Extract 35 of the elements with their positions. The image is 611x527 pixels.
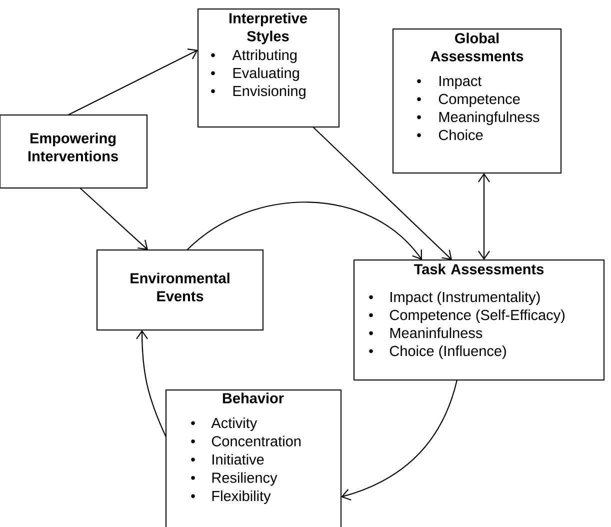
arrow: [136, 330, 166, 438]
heading: Global Assessments: [430, 32, 524, 62]
process-box: [166, 389, 342, 527]
list-item: Choice: [438, 129, 483, 140]
arrow: [186, 202, 422, 260]
arrow: [312, 126, 452, 260]
heading: Interpretive Styles: [230, 12, 307, 44]
arrow: [80, 188, 148, 250]
list-item: Attributing: [232, 49, 297, 63]
list-item: Meaninfulness: [390, 327, 482, 338]
list-item: Meaningfulness: [439, 111, 540, 125]
process-box: [354, 260, 604, 380]
list-item: Impact (Instrumentality): [390, 291, 540, 305]
heading: Behavior: [222, 392, 284, 404]
arrow: [341, 380, 458, 500]
process-box: [198, 8, 340, 128]
arrow: [68, 48, 198, 116]
list-item: Envisioning: [233, 85, 306, 99]
list-item: Competence (Self-Efficacy): [390, 309, 564, 323]
arrow: [478, 172, 490, 260]
list-item: Initiative: [212, 454, 264, 465]
heading: Task Assessments: [414, 264, 544, 274]
process-box: [392, 28, 562, 174]
list-item: Competence: [438, 94, 520, 107]
list-item: Resiliency: [212, 472, 278, 486]
list-item: Choice (Influence): [390, 345, 506, 359]
process-box: [0, 114, 148, 188]
list-item: Flexibility: [212, 490, 271, 504]
list-item: Evaluating: [233, 67, 299, 81]
list-item: Activity: [211, 417, 258, 431]
process-box: [96, 250, 264, 330]
heading: Environmental Events: [130, 272, 230, 302]
list-item: Impact: [440, 76, 482, 89]
list-item: Concentration: [212, 436, 301, 446]
heading: Empowering Interventions: [28, 132, 118, 162]
